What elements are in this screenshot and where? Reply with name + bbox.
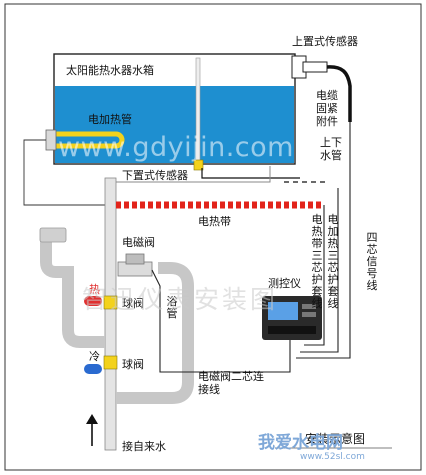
heater-cable-label: 电加热三芯护套线 — [327, 213, 339, 310]
signal-cable-label: 四芯信号线 — [366, 231, 378, 292]
ball-valve-upper — [103, 295, 118, 310]
tap-water-label: 接自来水 — [122, 440, 166, 453]
watermark-corner-url: www.52sl.com — [300, 452, 365, 462]
water-tank-label: 太阳能热水器水箱 — [66, 64, 154, 77]
solenoid-valve-cap — [125, 253, 145, 265]
solenoid-cable-line — [151, 269, 291, 373]
tank-water — [55, 86, 294, 163]
diagram-title: 安装示意图 — [305, 432, 366, 446]
electric-heater-label: 电加热管 — [88, 113, 132, 126]
heater-element — [54, 131, 125, 149]
watermark-cn: 智迅仪表安装图 — [82, 285, 279, 314]
up-down-pipe-label: 上下水管 — [320, 136, 342, 162]
controller-screen — [268, 302, 298, 320]
watermark-corner: 我爱水电网 — [258, 433, 343, 453]
bath-pipe-label: 浴管 — [166, 295, 178, 320]
heater-cable-line — [300, 188, 339, 353]
inlet-arrow-head — [86, 414, 98, 424]
cold-label: 冷 — [89, 350, 100, 363]
heater-wire-frame — [23, 139, 108, 206]
top-sensor-label: 上置式传感器 — [292, 35, 358, 48]
hot-label: 热 — [89, 283, 100, 296]
bottom-sensor — [193, 159, 204, 171]
tank-pipe-link — [116, 166, 271, 183]
bath-pipe — [116, 262, 194, 404]
ball-valve-lower-label: 球阀 — [122, 358, 144, 371]
hot-tap — [84, 296, 102, 306]
solenoid-cable-label: 电磁阀二芯连接线 — [198, 370, 264, 396]
belt-sleeve-label: 电热带三芯护套线 — [311, 213, 323, 310]
shower-head — [39, 227, 67, 243]
ball-valve-upper-label: 球阀 — [122, 297, 144, 310]
outlet-pipe — [40, 236, 105, 348]
belt-cable-line — [304, 205, 325, 346]
top-sensor-fitting — [302, 61, 328, 73]
cold-tap — [84, 364, 102, 374]
heater-flange — [45, 129, 57, 151]
watermark-url: www.gdyijin.com — [58, 132, 294, 163]
heating-belt-label: 电热带 — [198, 215, 231, 228]
ball-valve-lower — [103, 355, 118, 370]
controller-base — [268, 326, 316, 334]
main-water-pipe — [104, 177, 117, 451]
cable-fitting-label: 电缆固紧附件 — [316, 89, 338, 128]
controller-button-a — [302, 304, 316, 309]
sensor-cable — [326, 65, 352, 122]
controller-label: 测控仪 — [268, 277, 301, 290]
signal-cable-line — [296, 122, 351, 359]
controller-button-b — [302, 312, 316, 317]
bottom-sensor-label: 下置式传感器 — [122, 169, 188, 182]
solenoid-valve-label: 电磁阀 — [122, 236, 155, 249]
bottom-sensor-wire — [201, 168, 300, 179]
outer-frame — [4, 3, 422, 471]
